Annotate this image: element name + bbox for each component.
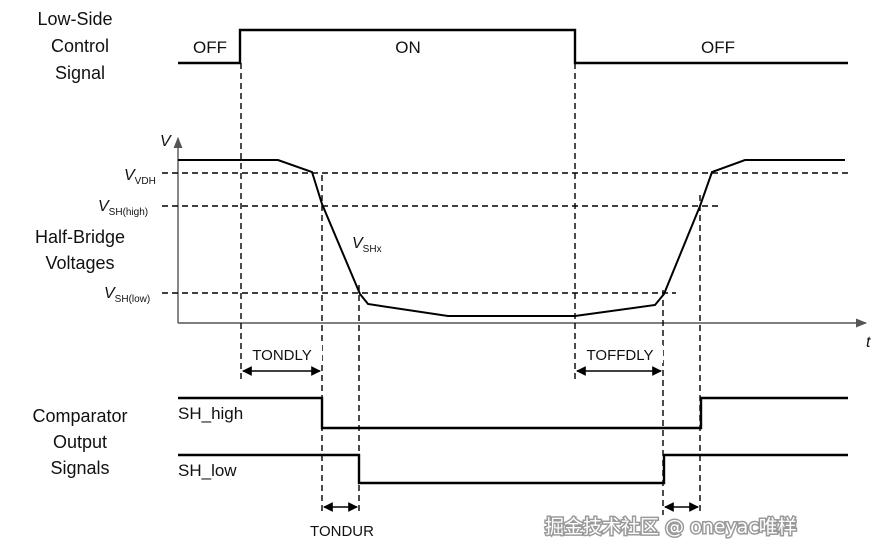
sh-high-label: SH_high — [178, 404, 243, 423]
comparator-output-signals-label: Comparator Output Signals — [32, 406, 127, 478]
half-bridge-voltages-label: Half-Bridge Voltages — [35, 227, 125, 273]
toffdly-label: TOFFDLY — [587, 347, 654, 364]
tondly-label: TONDLY — [252, 347, 311, 364]
vsh-high-label: VSH(high) — [98, 198, 148, 218]
svg-text:Output: Output — [53, 432, 107, 452]
sh-high-waveform — [178, 396, 848, 430]
x-axis-label: t — [866, 334, 871, 351]
state-on: ON — [395, 38, 421, 57]
watermark-text: 掘金技术社区 @ oneyac唯样 — [545, 516, 797, 538]
svg-text:Voltages: Voltages — [45, 253, 114, 273]
vdh-label: VVDH — [124, 167, 156, 187]
tondly-label-bg — [242, 345, 322, 363]
y-axis-label: V — [160, 133, 172, 150]
svg-text:Half-Bridge: Half-Bridge — [35, 227, 125, 247]
tondur-label: TONDUR — [310, 523, 374, 540]
low-side-control-waveform — [178, 28, 848, 65]
low-side-control-signal-label: Low-Side Control Signal — [37, 9, 112, 83]
state-off-left: OFF — [193, 38, 227, 57]
svg-text:Signals: Signals — [50, 458, 109, 478]
svg-text:Control: Control — [51, 36, 109, 56]
vsh-low-label: VSH(low) — [104, 285, 150, 305]
vshx-label: VSHx — [352, 235, 382, 255]
toffdly-label-bg — [577, 345, 663, 363]
svg-text:Signal: Signal — [55, 63, 105, 83]
state-off-right: OFF — [701, 38, 735, 57]
sh-low-waveform — [178, 453, 848, 485]
vshx-waveform — [178, 159, 845, 317]
sh-low-label: SH_low — [178, 461, 237, 480]
svg-text:Low-Side: Low-Side — [37, 9, 112, 29]
svg-text:Comparator: Comparator — [32, 406, 127, 426]
